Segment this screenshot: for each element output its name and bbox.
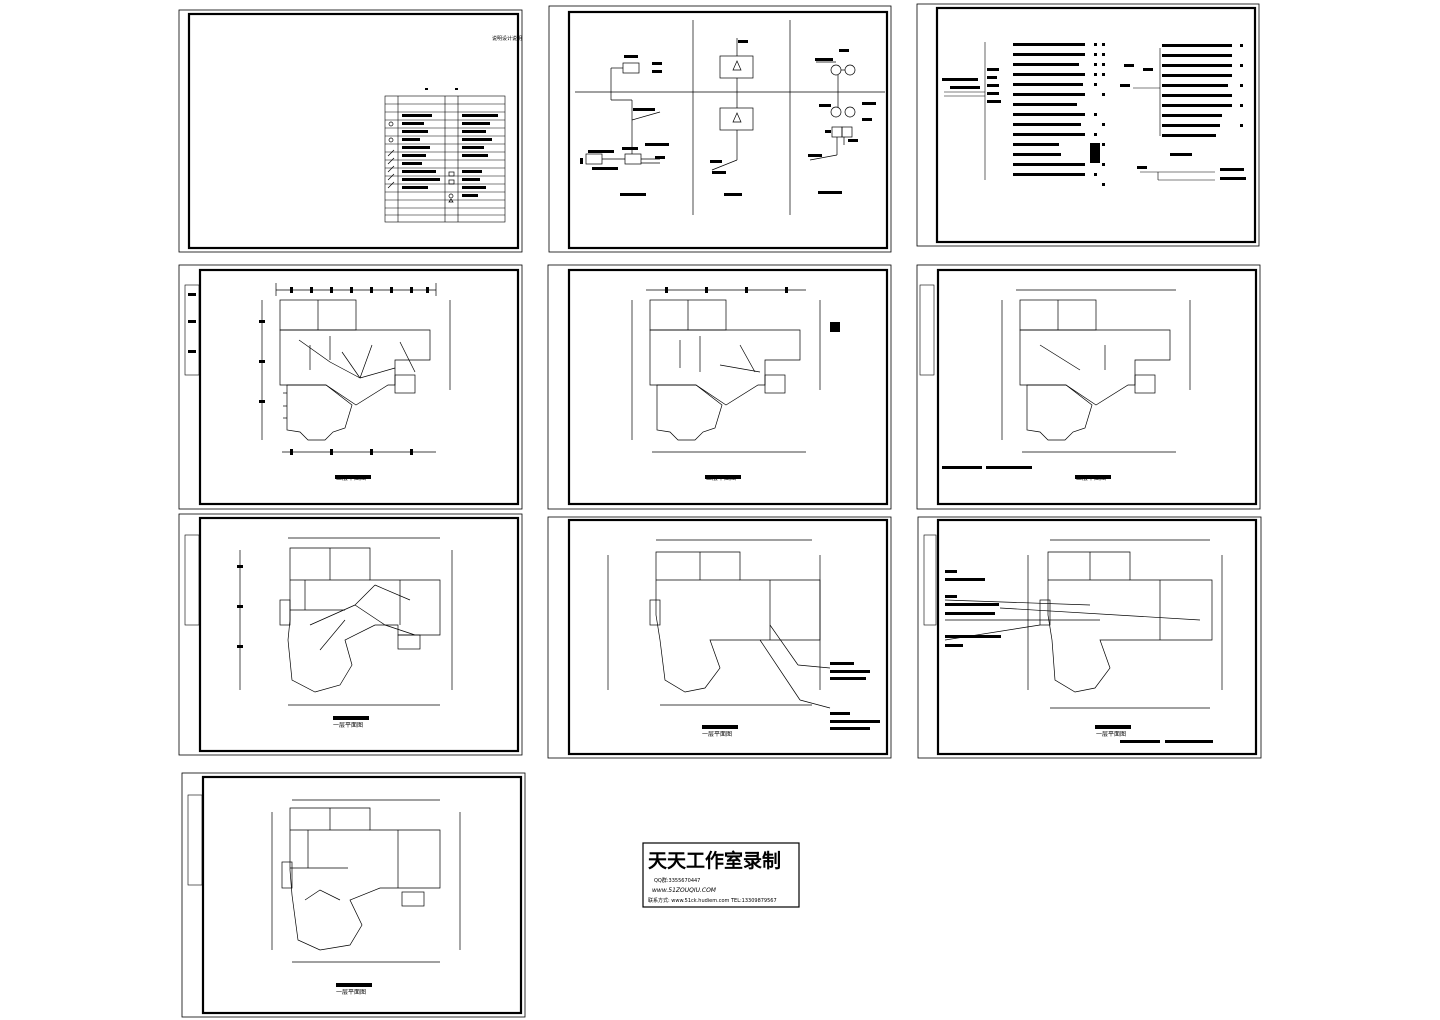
sheet-floorplan-r2c2 [547,264,892,510]
sheet-floorplan-r4c1 [181,772,526,1018]
stamp-web-line: www.51ZOUQIU.COM [652,887,717,894]
caption-r3c3: 一层平面图 [1096,731,1126,738]
sheet-floorplan-r2c1 [178,264,523,510]
sheet-distribution-diagram [916,3,1260,247]
watermark-stamp: 天天工作室录制 QQ群:3355670447 www.51ZOUQIU.COM … [642,842,800,908]
caption-r2c2: 二层平面图 [706,475,736,482]
sheet-floorplan-r3c3 [917,516,1262,759]
legend-table [384,95,506,223]
sheet-floorplan-r2c3 [916,264,1261,510]
sheet-floorplan-r3c1 [178,513,523,756]
svg-text:说明设计说明: 说明设计说明 [492,35,522,42]
stamp-qq-line: QQ群:3355670447 [654,877,700,884]
caption-r4c1: 一层平面图 [336,989,366,996]
stamp-contact-line: 联系方式: www.51ck.hudiem.com TEL:1330987956… [648,897,777,904]
sheet-system-diagram [548,5,892,253]
caption-r3c2: 一层平面图 [702,731,732,738]
sheet-legend: 说明设计说明 [178,9,523,253]
caption-r2c3: 二层平面图 [1076,475,1106,482]
stamp-title: 天天工作室录制 [648,849,781,872]
sheet-floorplan-r3c2 [547,516,892,759]
caption-r2c1: 二层平面图 [336,475,366,482]
caption-r3c1: 一层平面图 [333,722,363,729]
